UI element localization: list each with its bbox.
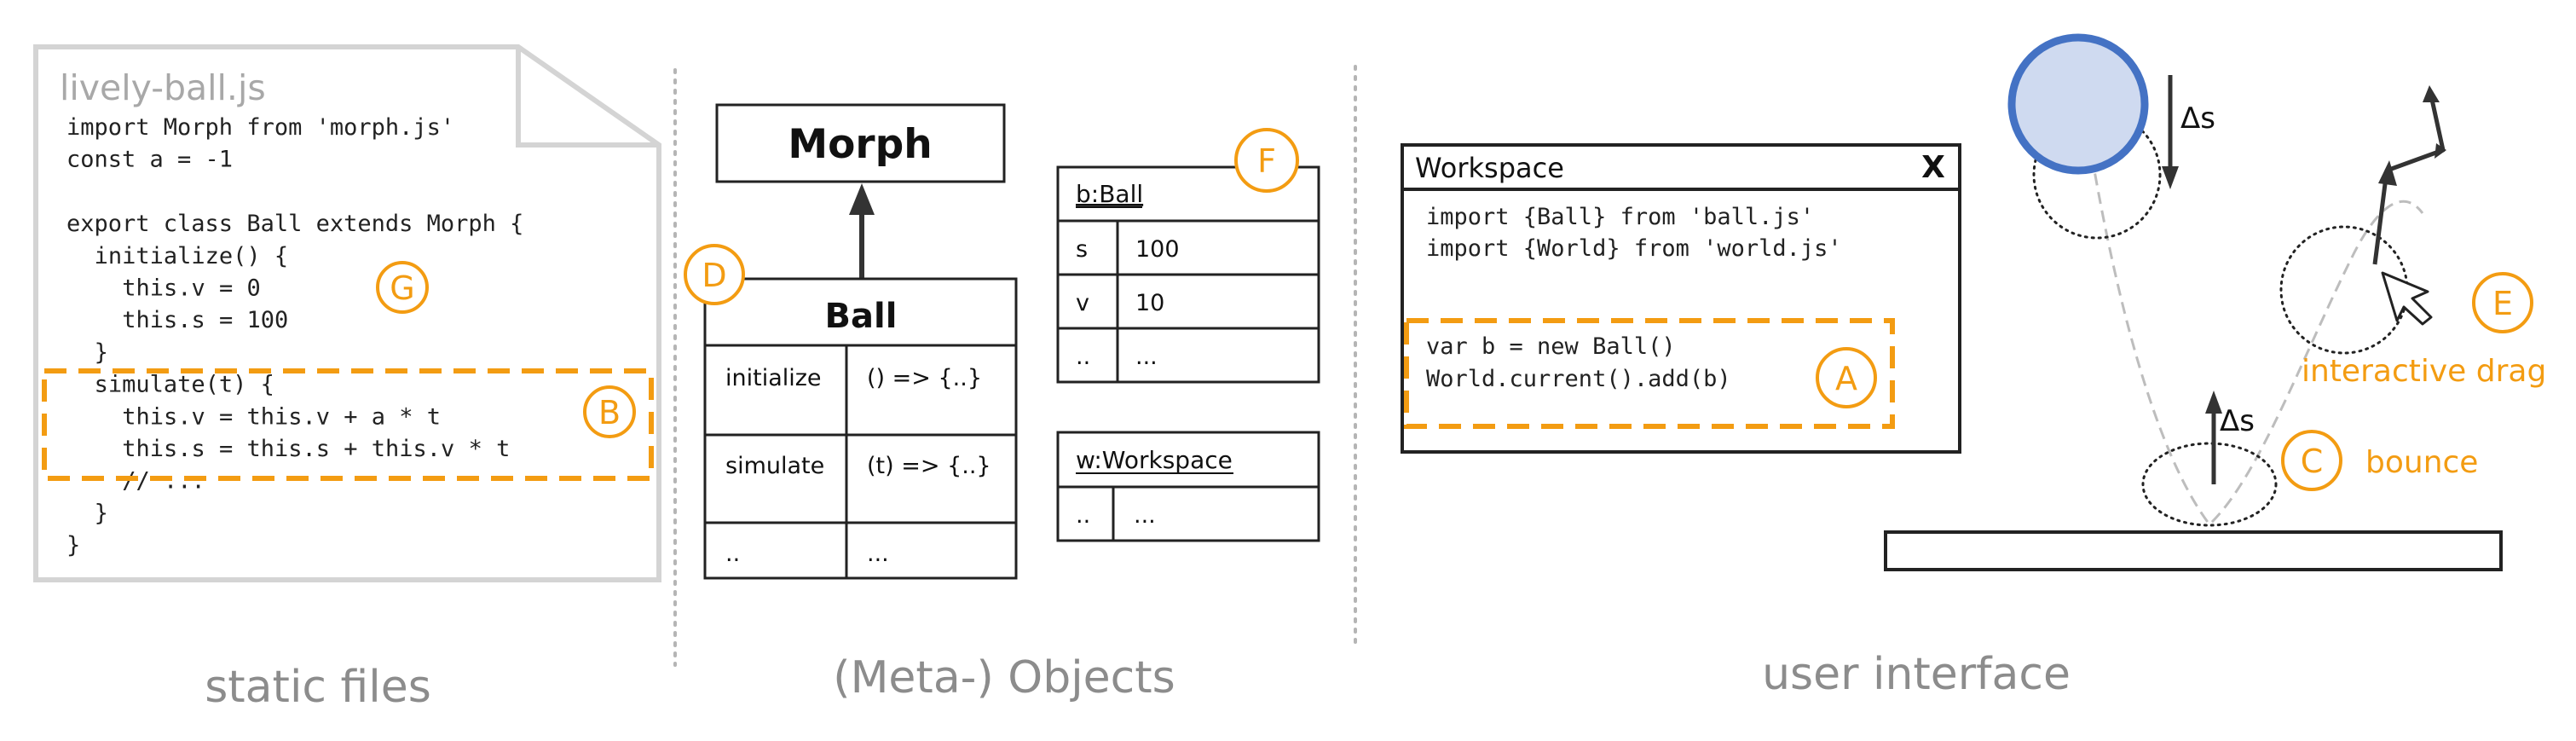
ball-class-member-name: initialize — [725, 365, 822, 391]
marker-g-circle — [376, 261, 429, 314]
file-code-line: } — [95, 339, 108, 366]
highlight-b-box — [42, 368, 654, 481]
marker-d: D — [702, 257, 726, 294]
morph-class-name: Morph — [788, 121, 932, 168]
ball-ghost-bounce — [2141, 442, 2278, 527]
ball-instance-slot-value: 100 — [1135, 236, 1180, 263]
drag-path-arrow — [2372, 95, 2446, 265]
workspace-close-icon[interactable]: X — [1921, 150, 1945, 185]
user-interface-section: Workspace X import {Ball} from 'ball.js'… — [1401, 33, 2546, 700]
workspace-instance-title: w:Workspace — [1076, 446, 1233, 474]
floor — [1884, 530, 2503, 571]
workspace-highlight-line: var b = new Ball() — [1426, 333, 1676, 360]
workspace-code-line: import {Ball} from 'ball.js' — [1426, 204, 1814, 230]
ball-class-member-value: (t) => {..} — [867, 453, 991, 479]
inheritance-arrowhead — [849, 183, 875, 215]
file-code-line: // ... — [122, 468, 205, 495]
ball-ghost-top — [2032, 110, 2162, 240]
file-code-line: } — [66, 532, 80, 559]
marker-b-circle — [583, 385, 636, 438]
file-document-shape — [33, 44, 661, 582]
file-code-line: } — [95, 500, 108, 526]
file-code-line: const a = -1 — [66, 147, 233, 173]
bounce-label: bounce — [2365, 445, 2478, 480]
file-name: lively-ball.js — [60, 67, 266, 108]
workspace-window-title: Workspace — [1415, 152, 1564, 184]
ball-class-name: Ball — [825, 297, 898, 336]
ball-instance-slot-name: .. — [1076, 344, 1090, 370]
drag-arrow-head-3 — [2434, 143, 2446, 159]
delta-label-top: Δs — [2180, 101, 2215, 136]
ball-trajectory — [2078, 80, 2424, 527]
ball-instance-slot-value: 10 — [1135, 290, 1164, 316]
marker-c-circle — [2281, 430, 2342, 491]
workspace-instance-slot-value: ... — [1134, 502, 1156, 529]
ball-class-member-name: simulate — [725, 453, 824, 479]
marker-g: G — [390, 269, 414, 307]
ball-class-member-name: .. — [725, 541, 740, 567]
drag-label: interactive drag — [2302, 354, 2546, 389]
static-files-section: lively-ball.js import Morph from 'morph.… — [33, 44, 661, 713]
file-code-line: this.s = 100 — [122, 307, 288, 333]
marker-e-circle — [2472, 272, 2533, 333]
file-dogear — [516, 47, 659, 148]
ball-instance-slot-name: v — [1076, 290, 1089, 316]
highlight-a-box — [1404, 318, 1895, 429]
file-code-line: initialize() { — [95, 243, 289, 269]
marker-f-circle — [1234, 128, 1299, 193]
caption-static-files: static files — [205, 662, 431, 713]
ball-instance-slot-value: ... — [1135, 344, 1158, 370]
marker-c: C — [2301, 443, 2324, 480]
ball-instance-title: b:Ball — [1076, 180, 1143, 208]
ball-instance-box: b:Ball s 100 v 10..... — [1056, 165, 1320, 384]
marker-e: E — [2492, 285, 2513, 322]
caption-user-interface: user interface — [1762, 649, 2071, 700]
marker-b: B — [598, 394, 621, 431]
workspace-instance-box: w:Workspace ..... — [1056, 431, 1320, 542]
ball-instance-slot-name: s — [1076, 236, 1088, 263]
delta-arrow-down-head — [2162, 166, 2179, 189]
mouse-cursor-icon — [2381, 271, 2433, 326]
file-code-line: export class Ball extends Morph { — [66, 211, 523, 237]
morph-class-box — [715, 103, 1006, 183]
meta-objects-section: Morph Ball initialize () => {..} simulate (… — [684, 103, 1320, 703]
file-code-line: this.s = this.s + this.v * t — [122, 436, 510, 462]
marker-a: A — [1835, 360, 1857, 397]
file-code-line: simulate(t) { — [95, 372, 274, 398]
file-code-line: this.v = 0 — [122, 275, 261, 302]
delta-label-bottom: Δs — [2220, 404, 2255, 438]
marker-a-circle — [1816, 347, 1877, 408]
delta-arrow-up-head — [2205, 391, 2222, 414]
workspace-instance-slot-name: .. — [1076, 502, 1090, 529]
workspace-highlight-line: World.current().add(b) — [1426, 366, 1731, 392]
workspace-code-line: import {World} from 'world.js' — [1426, 235, 1842, 262]
marker-f: F — [1257, 142, 1276, 180]
file-code: import Morph from 'morph.js' const a = -1… — [66, 114, 523, 559]
drag-arrow-head-2 — [2423, 85, 2440, 102]
caption-meta-objects: (Meta-) Objects — [833, 652, 1175, 703]
marker-d-circle — [684, 244, 745, 305]
ball-class-member-value: ... — [867, 541, 889, 567]
drag-arrow-head-1 — [2378, 160, 2397, 186]
ball-class-member-value: () => {..} — [867, 365, 982, 391]
ball[interactable] — [2007, 33, 2149, 175]
workspace-window[interactable]: Workspace X import {Ball} from 'ball.js'… — [1401, 143, 1961, 454]
file-code-line: this.v = this.v + a * t — [122, 403, 441, 430]
file-code-line: import Morph from 'morph.js' — [66, 114, 454, 141]
ball-class-box: Ball initialize () => {..} simulate (t) => … — [703, 277, 1018, 580]
